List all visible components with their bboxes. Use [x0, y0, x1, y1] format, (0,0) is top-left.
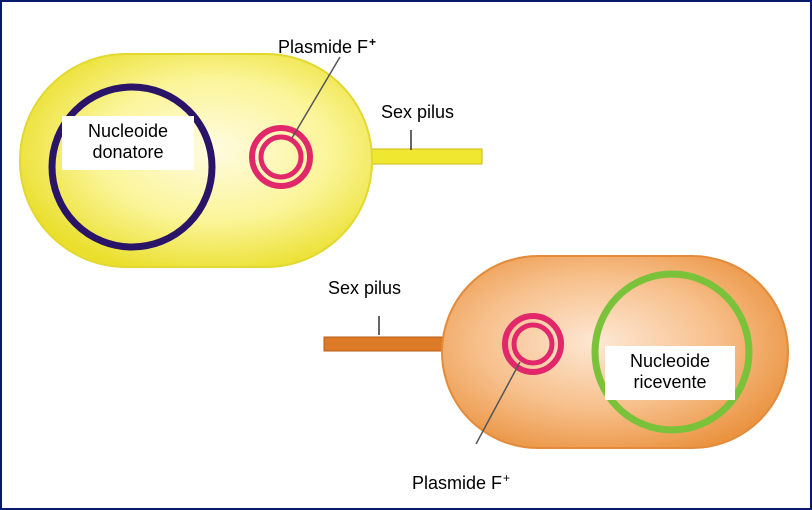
donor-plasmid-text: Plasmide F: [278, 37, 368, 57]
donor-pilus-text: Sex pilus: [381, 102, 454, 122]
donor-plasmid-sup: +: [369, 35, 376, 49]
recipient-nucleoid-line2: ricevente: [605, 372, 735, 393]
donor-plasmid-label: Plasmide F+: [278, 36, 376, 56]
recipient-pilus-text: Sex pilus: [328, 278, 401, 298]
donor-nucleoid-line2: donatore: [62, 142, 194, 163]
donor-pilus-label: Sex pilus: [381, 103, 454, 121]
recipient-pilus-label: Sex pilus: [328, 279, 401, 297]
recipient-nucleoid-line1: Nucleoide: [605, 351, 735, 372]
recipient-plasmid-sup: +: [503, 471, 510, 485]
recipient-plasmid-text: Plasmide F: [412, 473, 502, 493]
donor-nucleoid-label: Nucleoide donatore: [62, 116, 194, 170]
recipient-plasmid-label: Plasmide F+: [412, 472, 510, 492]
donor-nucleoid-line1: Nucleoide: [62, 121, 194, 142]
recipient-nucleoid-label: Nucleoide ricevente: [605, 346, 735, 400]
